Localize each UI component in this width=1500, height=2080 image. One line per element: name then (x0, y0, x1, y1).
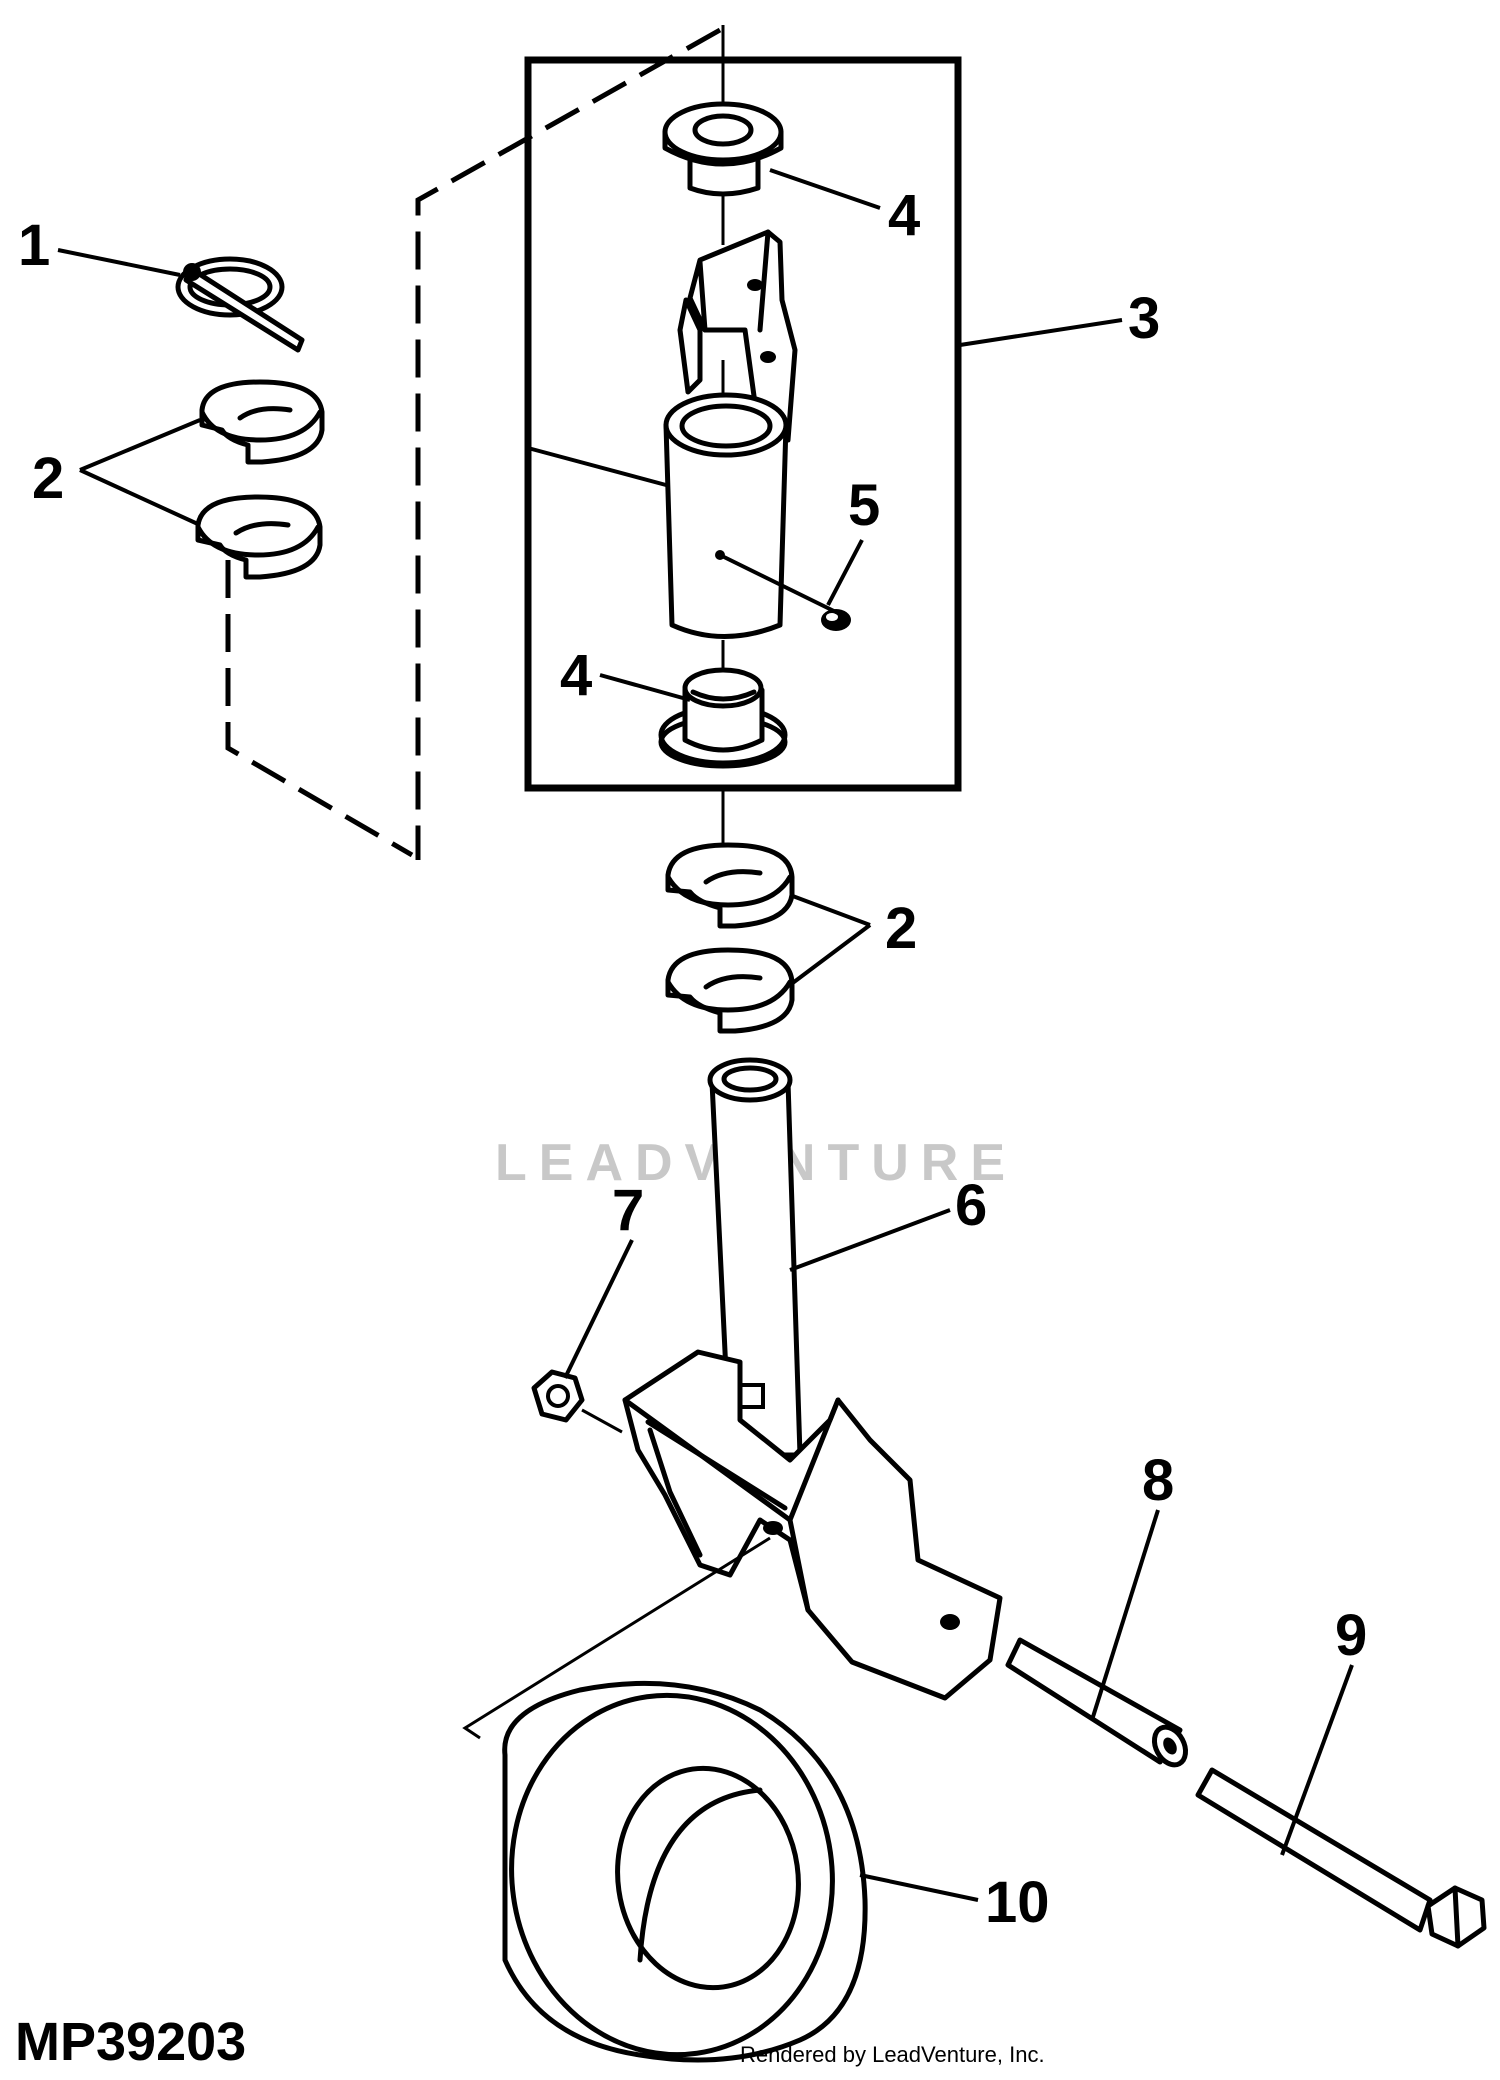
callout-6: 6 (955, 1173, 987, 1238)
callout-2-right: 2 (885, 896, 917, 961)
callout-9: 9 (1335, 1603, 1367, 1668)
callout-4-top: 4 (888, 183, 920, 248)
callout-10: 10 (985, 1870, 1050, 1935)
kit-outline-box (524, 56, 962, 792)
flanged-bushing-lower (658, 667, 788, 769)
callout-8: 8 (1142, 1448, 1174, 1513)
caster-wheel (462, 1536, 868, 2063)
axle-spacer-tube (1005, 1637, 1189, 1768)
spacer-right-upper (665, 842, 795, 929)
phantom-lines (225, 27, 722, 860)
caster-yoke (622, 1057, 1003, 1701)
callout-4-bottom: 4 (560, 643, 592, 708)
callout-5: 5 (848, 473, 880, 538)
mounting-bracket (677, 229, 798, 443)
callout-3: 3 (1128, 286, 1160, 351)
spacer-left-upper (199, 379, 325, 465)
pivot-tube (663, 392, 789, 639)
credit-line: Rendered by LeadVenture, Inc. (740, 2042, 1045, 2067)
grease-fitting (821, 609, 851, 631)
spacer-left-lower (195, 494, 323, 580)
flanged-bushing-upper (662, 101, 784, 197)
callout-7: 7 (612, 1178, 644, 1243)
axle-bolt (1195, 1767, 1487, 1949)
callout-1: 1 (18, 213, 50, 278)
hex-nut (531, 1369, 623, 1434)
hairpin-clip (175, 256, 305, 353)
leader-lines (57, 168, 1354, 1902)
spacer-right-lower (665, 947, 795, 1034)
callout-2-left: 2 (32, 446, 64, 511)
drawing-code: MP39203 (15, 2012, 246, 2072)
